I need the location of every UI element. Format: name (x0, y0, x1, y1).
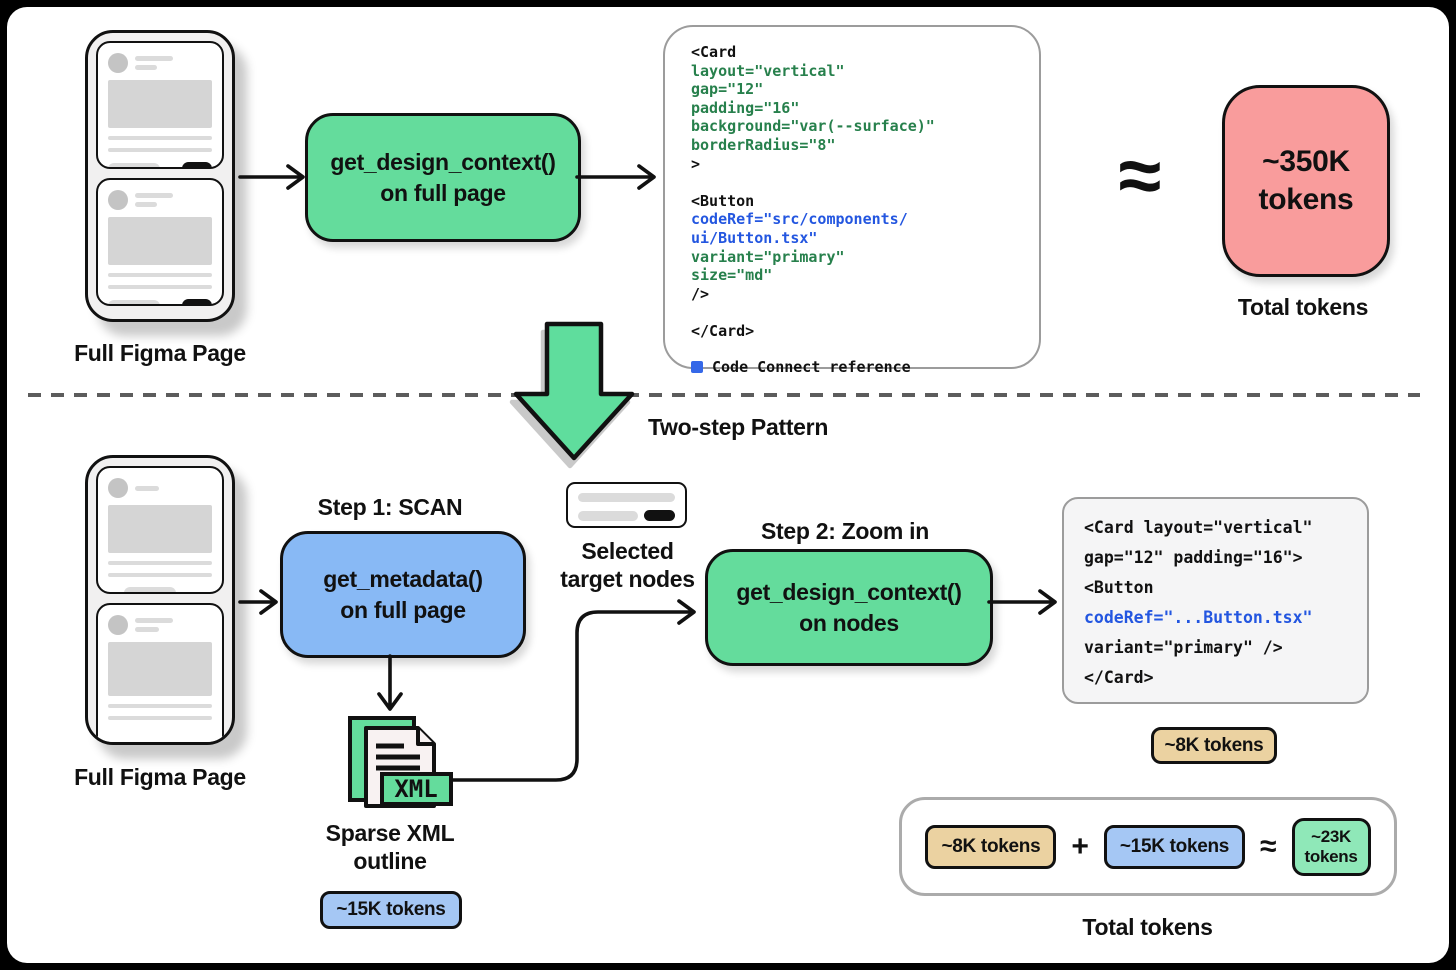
avatar-placeholder (108, 478, 128, 498)
full-figma-page-label-top: Full Figma Page (74, 340, 246, 366)
image-placeholder (108, 505, 212, 553)
diagram-canvas: Full Figma Page get_design_context() on … (7, 7, 1449, 963)
plus-symbol: + (1071, 829, 1089, 863)
selected-nodes-card (566, 482, 687, 528)
approx-symbol-top: ≈ (1118, 131, 1162, 219)
legend-square-icon (691, 360, 703, 373)
image-placeholder (108, 80, 212, 128)
approx-symbol-summary: ≈ (1260, 829, 1277, 863)
step2-label: Step 2: Zoom in (760, 518, 929, 544)
total-tokens-label-bottom: Total tokens (1082, 914, 1213, 940)
get-design-context-box-top: get_design_context() on full page (305, 113, 581, 242)
total-tokens-box-top: ~350K tokens (1222, 85, 1390, 277)
tool-name: get_design_context() (330, 148, 556, 175)
summary-badge-8k: ~8K tokens (925, 824, 1057, 869)
pill-placeholder (124, 587, 176, 592)
code-connect-legend: Code Connect reference (691, 358, 1013, 376)
figma-page-thumbnail-top (85, 30, 235, 322)
sparse-xml-label: Sparse XML outline (325, 820, 455, 874)
get-design-context-box-nodes: get_design_context() on nodes (705, 549, 993, 666)
token-count: ~350K (1262, 145, 1350, 178)
summary-badge-15k: ~15K tokens (1103, 824, 1246, 869)
token-unit: tokens (1258, 183, 1354, 216)
figma-page-thumbnail-bottom (85, 455, 235, 745)
get-metadata-box: get_metadata() on full page (280, 531, 526, 658)
tool-scope: on full page (380, 179, 506, 206)
line-placeholder (578, 493, 675, 502)
selected-target-nodes-label: Selected target nodes (560, 538, 695, 592)
avatar-placeholder (108, 53, 128, 73)
avatar-placeholder (108, 615, 128, 635)
summary-badge-23k: ~23K tokens (1291, 817, 1371, 876)
image-placeholder (108, 217, 212, 265)
total-tokens-label-top: Total tokens (1237, 294, 1369, 320)
button-placeholder (182, 162, 212, 167)
full-figma-page-label-bottom: Full Figma Page (74, 764, 246, 790)
figma-card-mockup (96, 466, 224, 594)
badge-15k-tokens: ~15K tokens (320, 891, 462, 929)
figma-card-mockup (96, 41, 224, 169)
image-placeholder (108, 642, 212, 696)
tool-scope: on nodes (799, 609, 899, 636)
big-down-arrow (509, 321, 635, 469)
avatar-placeholder (108, 190, 128, 210)
button-placeholder (644, 510, 675, 521)
badge-8k-tokens: ~8K tokens (1151, 727, 1277, 764)
xml-badge-text: XML (394, 775, 437, 803)
tool-scope: on full page (340, 596, 466, 623)
figma-card-mockup (96, 603, 224, 742)
tool-name: get_design_context() (736, 578, 962, 605)
legend-label: Code Connect reference (712, 357, 911, 376)
code-lines: <Card layout="vertical"gap="12" padding=… (1084, 518, 1313, 687)
two-step-pattern-label: Two-step Pattern (648, 414, 829, 440)
tool-name: get_metadata() (323, 565, 483, 592)
code-output-nodes: <Card layout="vertical"gap="12" padding=… (1062, 497, 1369, 704)
step1-label: Step 1: SCAN (317, 494, 463, 520)
section-divider (28, 393, 1420, 397)
pill-placeholder (108, 299, 160, 304)
pill-placeholder (578, 510, 638, 521)
total-tokens-summary-box: ~8K tokens + ~15K tokens ≈ ~23K tokens (899, 797, 1397, 896)
figma-card-mockup (96, 178, 224, 306)
xml-file-icon: XML (348, 716, 453, 808)
button-placeholder (182, 299, 212, 304)
pill-placeholder (108, 162, 160, 167)
